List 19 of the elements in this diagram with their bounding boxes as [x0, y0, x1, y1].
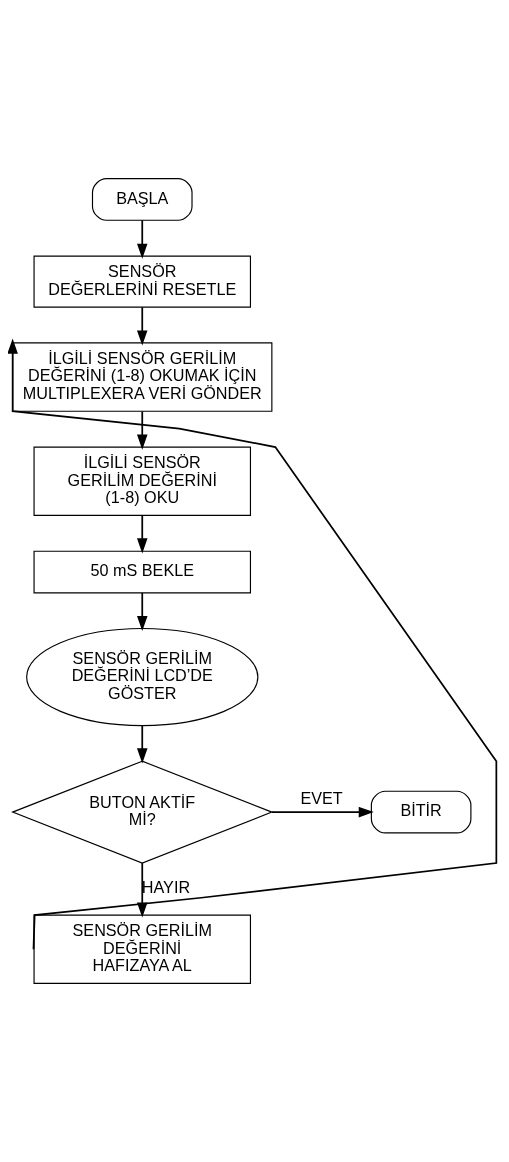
node-box: 50 mS BEKLE [33, 550, 252, 594]
node-box: BİTİR [370, 790, 472, 834]
node-box: İLGİLİ SENSÖR GERİLİM DEĞERİNİ (1-8) OKU [33, 446, 252, 516]
arrow [136, 515, 148, 554]
arrow [8, 338, 498, 951]
arrow [136, 410, 148, 450]
arrow [136, 724, 148, 764]
edge-label: EVET [300, 789, 343, 808]
node-box: SENSÖR GERİLİM DEĞERİNİ HAFIZAYA AL [33, 914, 252, 984]
node-diamond: BUTON AKTİF Mİ? [11, 760, 274, 864]
node-box: SENSÖR DEĞERLERİNİ RESETLE [33, 255, 252, 308]
arrow [271, 806, 374, 818]
edge-label: HAYIR [141, 878, 191, 897]
node-box: BAŞLA [91, 178, 193, 221]
arrow [136, 592, 148, 632]
arrow [136, 306, 148, 346]
arrow [136, 219, 148, 259]
node-box: İLGİLİ SENSÖR GERİLİM DEĞERİNİ (1-8) OKUMAK İÇİN MULTIPLEXERA VERİ GÖNDER [12, 342, 273, 412]
node-ellipse: SENSÖR GERİLİM DEĞERİNİ LCD’DE GÖSTER [26, 627, 259, 727]
